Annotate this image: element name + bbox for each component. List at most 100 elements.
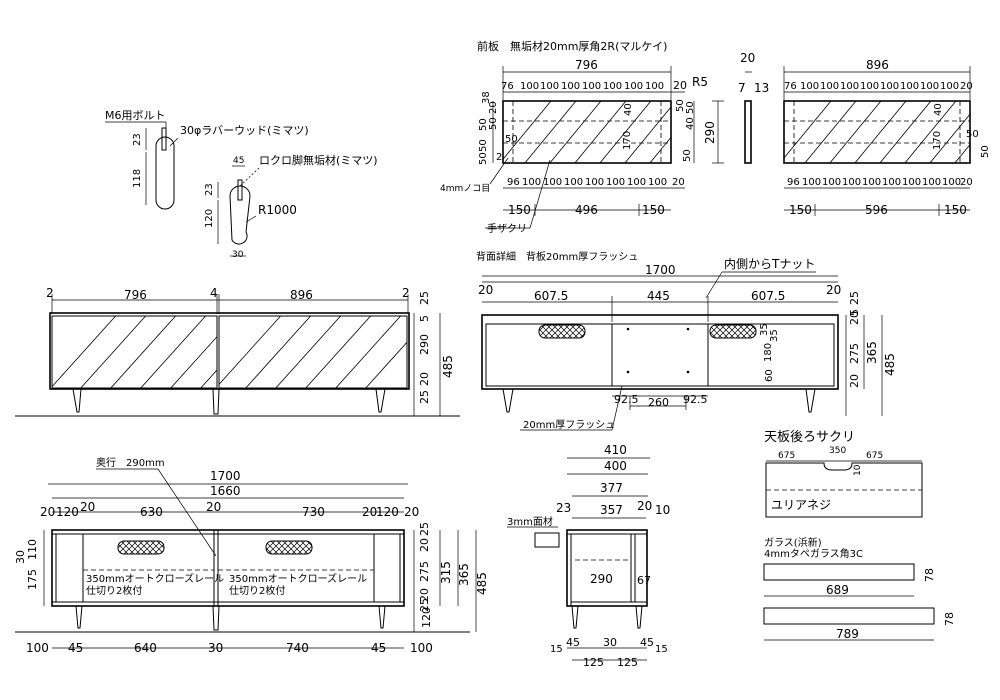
svg-text:45: 45 <box>640 636 654 649</box>
svg-text:1660: 1660 <box>210 484 241 498</box>
front-panel-896-detail: 896 76 100 100 100 100 100 100 100 100 2… <box>783 58 991 217</box>
svg-text:50: 50 <box>675 99 686 112</box>
svg-text:13: 13 <box>754 81 769 95</box>
svg-text:100: 100 <box>26 641 49 655</box>
svg-text:4: 4 <box>210 286 218 300</box>
svg-text:25: 25 <box>418 522 431 536</box>
side-section: 410 400 377 23 357 20 10 3mm面材 290 67 15… <box>507 443 670 669</box>
svg-text:20: 20 <box>206 500 221 514</box>
svg-text:100: 100 <box>800 81 819 92</box>
r1000-label: R1000 <box>258 203 297 217</box>
svg-text:20: 20 <box>418 372 431 386</box>
svg-text:30: 30 <box>232 250 244 260</box>
svg-text:125: 125 <box>583 656 604 669</box>
fp-50: 50 <box>505 134 518 145</box>
rail-left: 350mmオートクローズレール <box>86 572 224 585</box>
hand-grip-label: 手ザクリ <box>487 222 527 235</box>
svg-text:100: 100 <box>822 177 841 188</box>
svg-text:76: 76 <box>501 81 514 92</box>
svg-text:100: 100 <box>410 641 433 655</box>
rokuro-leg-label: ロクロ脚無垢材(ミマツ) <box>259 153 378 167</box>
svg-text:675: 675 <box>866 451 883 461</box>
svg-text:23: 23 <box>204 183 215 196</box>
svg-text:20: 20 <box>673 79 687 92</box>
svg-text:45: 45 <box>371 641 386 655</box>
partition-left: 仕切り2枚付 <box>86 584 142 597</box>
svg-text:23: 23 <box>132 133 143 146</box>
svg-text:10: 10 <box>853 464 863 476</box>
svg-text:20: 20 <box>80 500 95 514</box>
svg-text:96: 96 <box>787 177 800 188</box>
svg-text:730: 730 <box>302 505 325 519</box>
svg-text:110: 110 <box>26 539 39 560</box>
svg-text:180: 180 <box>763 343 774 362</box>
svg-text:789: 789 <box>836 627 859 641</box>
svg-text:50: 50 <box>980 145 991 158</box>
svg-text:485: 485 <box>475 572 489 595</box>
svg-text:290: 290 <box>418 334 431 355</box>
svg-text:485: 485 <box>883 353 897 376</box>
svg-text:20: 20 <box>488 101 499 114</box>
svg-text:120: 120 <box>204 209 215 228</box>
plan-top-row: 20 120 20 630 20 730 20 120 20 <box>40 500 419 519</box>
svg-text:365: 365 <box>865 341 879 364</box>
svg-text:100: 100 <box>648 177 667 188</box>
svg-text:50: 50 <box>685 101 696 114</box>
svg-text:100: 100 <box>564 177 583 188</box>
svg-text:675: 675 <box>778 451 795 461</box>
svg-text:7: 7 <box>738 81 746 95</box>
svg-text:740: 740 <box>286 641 309 655</box>
grip-lattice-right <box>709 324 757 339</box>
svg-text:596: 596 <box>865 203 888 217</box>
svg-text:92.5: 92.5 <box>683 393 708 406</box>
svg-text:350: 350 <box>829 446 846 456</box>
svg-text:30: 30 <box>208 641 223 655</box>
svg-text:2: 2 <box>402 286 410 300</box>
front-elevation: 2 796 4 896 2 25 5 290 20 25 485 <box>15 286 460 417</box>
chamfer-label: 3mm面材 <box>507 515 553 528</box>
svg-text:45: 45 <box>233 156 244 166</box>
svg-text:896: 896 <box>290 288 313 302</box>
svg-text:315: 315 <box>439 561 453 584</box>
top-back-grip-detail: 天板後ろサクリ 675 350 675 10 ユリアネジ <box>764 430 923 518</box>
svg-text:150: 150 <box>508 203 531 217</box>
svg-text:100: 100 <box>920 81 939 92</box>
grip-lattice-left <box>538 324 586 339</box>
front-panel-side-section: 20 7 13 <box>738 51 769 164</box>
rubberwood-label: 30φラバーウッド(ミマツ) <box>180 124 309 137</box>
svg-text:100: 100 <box>802 177 821 188</box>
fp-40: 40 <box>623 103 634 116</box>
svg-text:125: 125 <box>617 656 638 669</box>
svg-text:100: 100 <box>624 81 643 92</box>
svg-text:100: 100 <box>582 81 601 92</box>
urea-screw-label: ユリアネジ <box>771 498 831 512</box>
saw-groove-label: 4mmノコ目 <box>440 183 490 194</box>
svg-text:377: 377 <box>600 481 623 495</box>
svg-text:20: 20 <box>848 311 861 325</box>
svg-text:50: 50 <box>478 152 489 165</box>
svg-text:20: 20 <box>40 505 55 519</box>
back-detail-title: 背面詳細 背板20mm厚フラッシュ <box>476 250 638 263</box>
svg-text:67: 67 <box>637 574 651 587</box>
svg-text:260: 260 <box>648 396 669 409</box>
svg-text:20: 20 <box>478 283 493 297</box>
svg-text:2: 2 <box>46 286 54 300</box>
svg-text:100: 100 <box>922 177 941 188</box>
fp-top-row: 76 100 100 100 100 100 100 100 20 <box>501 79 687 92</box>
svg-text:100: 100 <box>585 177 604 188</box>
svg-text:76: 76 <box>784 81 797 92</box>
svg-text:100: 100 <box>882 177 901 188</box>
svg-text:100: 100 <box>543 177 562 188</box>
svg-text:100: 100 <box>603 81 622 92</box>
svg-text:607.5: 607.5 <box>751 289 785 303</box>
svg-text:607.5: 607.5 <box>534 289 568 303</box>
svg-text:40: 40 <box>685 117 696 130</box>
svg-text:485: 485 <box>441 355 455 378</box>
fp2-bottom-row: 96 100 100 100 100 100 100 100 100 20 <box>787 177 973 188</box>
svg-text:5: 5 <box>418 315 431 322</box>
svg-text:5: 5 <box>848 309 861 316</box>
svg-text:50: 50 <box>478 118 489 131</box>
svg-text:20: 20 <box>740 51 755 65</box>
svg-text:365: 365 <box>457 563 471 586</box>
